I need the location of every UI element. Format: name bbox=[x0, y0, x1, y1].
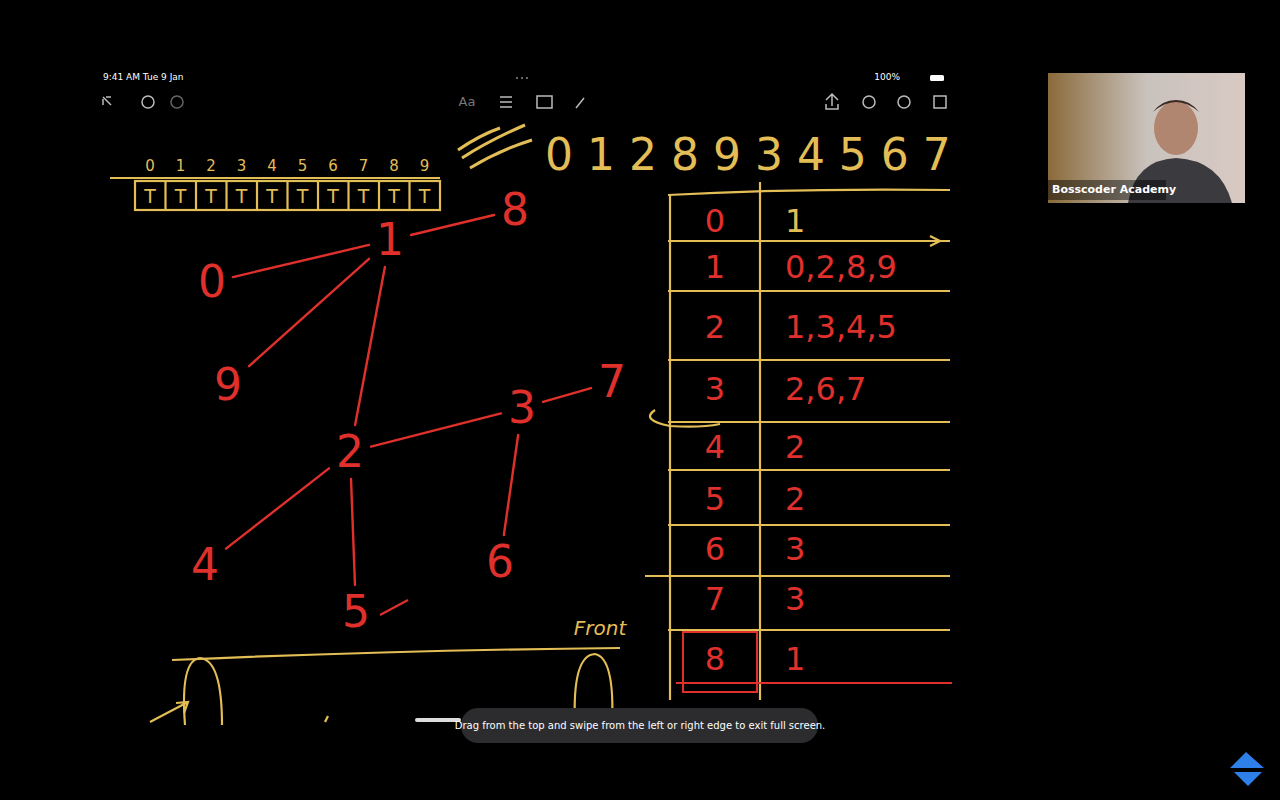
visited-flag: T bbox=[266, 186, 278, 207]
vertex-key: 0 bbox=[705, 204, 725, 239]
graph-edge bbox=[355, 267, 385, 425]
adjacency-list: 1 bbox=[785, 642, 805, 677]
adjacency-list: 1,3,4,5 bbox=[785, 310, 897, 345]
bfs-order: 0 1 2 8 9 3 4 5 6 7 bbox=[545, 131, 951, 179]
vertex-label: 0 bbox=[198, 260, 226, 304]
graph-vertex: 2 bbox=[332, 428, 368, 476]
toolbar-icons bbox=[103, 78, 946, 109]
vertex-label: 6 bbox=[486, 540, 514, 584]
graph-edge bbox=[543, 388, 591, 402]
array-index: 4 bbox=[267, 158, 277, 175]
participant-name: Bosscoder Academy bbox=[1052, 184, 1176, 196]
vertex-key: 2 bbox=[705, 310, 725, 345]
visited-flag: T bbox=[236, 186, 248, 207]
vertex-key: 5 bbox=[705, 482, 725, 517]
adjacency-list: 0,2,8,9 bbox=[785, 250, 897, 285]
visited-flag: T bbox=[327, 186, 339, 207]
vertex-label: 2 bbox=[336, 430, 364, 474]
array-index: 6 bbox=[328, 158, 338, 175]
adjacency-list: 3 bbox=[785, 582, 805, 617]
array-index: 5 bbox=[298, 158, 308, 175]
graph-vertex: 6 bbox=[482, 538, 518, 586]
vertex-label: 1 bbox=[376, 218, 404, 262]
array-index: 0 bbox=[145, 158, 155, 175]
visited-flag: T bbox=[205, 186, 217, 207]
array-index: 2 bbox=[206, 158, 216, 175]
adjacency-list: 2 bbox=[785, 482, 805, 517]
graph-edge bbox=[411, 215, 494, 235]
graph-vertex: 7 bbox=[594, 358, 630, 406]
row-highlight bbox=[683, 632, 757, 692]
queue-front: Front bbox=[574, 617, 626, 639]
adjacency-table bbox=[645, 182, 950, 700]
vertex-key: 6 bbox=[705, 532, 725, 567]
graph-edge bbox=[504, 435, 518, 535]
graph-vertex: 4 bbox=[187, 541, 223, 589]
stray-stroke bbox=[380, 600, 408, 615]
array-index: 8 bbox=[389, 158, 399, 175]
graph-vertex: 0 bbox=[194, 258, 230, 306]
format-button: Aa bbox=[459, 95, 476, 109]
visited-flag: T bbox=[175, 186, 187, 207]
vertex-key: 1 bbox=[705, 250, 725, 285]
graph-edge bbox=[371, 413, 501, 446]
visited-array bbox=[110, 178, 440, 210]
vertex-key: 3 bbox=[705, 372, 725, 407]
visited-flag: T bbox=[358, 186, 370, 207]
graph-vertex: 8 bbox=[497, 186, 533, 234]
table-row-line bbox=[676, 682, 952, 684]
person-head bbox=[1154, 101, 1198, 155]
vertex-key: 4 bbox=[705, 430, 725, 465]
graph-edge bbox=[351, 479, 355, 585]
battery-text: 100% bbox=[874, 73, 900, 83]
brand-logo bbox=[1230, 752, 1264, 786]
graph-vertex: 5 bbox=[338, 588, 374, 636]
vertex-key: 7 bbox=[705, 582, 725, 617]
graph-edge bbox=[226, 468, 329, 548]
visited-flag: T bbox=[388, 186, 400, 207]
vertex-label: 9 bbox=[214, 363, 242, 407]
vertex-label: 5 bbox=[342, 590, 370, 634]
battery-icon bbox=[930, 75, 944, 81]
visited-flag: T bbox=[297, 186, 309, 207]
graph-edge bbox=[233, 245, 369, 277]
graph-edge bbox=[249, 259, 369, 366]
strike-marks bbox=[458, 125, 532, 168]
adjacency-list: 1 bbox=[785, 204, 805, 239]
visited-flag: T bbox=[144, 186, 156, 207]
vertex-label: 7 bbox=[598, 360, 626, 404]
adjacency-list: 2 bbox=[785, 430, 805, 465]
array-index: 3 bbox=[237, 158, 247, 175]
vertex-key: 8 bbox=[705, 642, 725, 677]
array-index: 9 bbox=[420, 158, 430, 175]
vertex-label: 4 bbox=[191, 543, 219, 587]
adjacency-list: 3 bbox=[785, 532, 805, 567]
array-index: 7 bbox=[359, 158, 369, 175]
graph-vertex: 1 bbox=[372, 216, 408, 264]
visited-flag: T bbox=[419, 186, 431, 207]
graph-vertex: 9 bbox=[210, 361, 246, 409]
video-tile bbox=[1048, 73, 1245, 203]
graph-vertex: 3 bbox=[504, 384, 540, 432]
home-indicator bbox=[415, 718, 461, 722]
vertex-label: 3 bbox=[508, 386, 536, 430]
person-hair bbox=[1153, 100, 1199, 112]
status-time: 9:41 AM Tue 9 Jan bbox=[103, 73, 184, 83]
array-index: 1 bbox=[176, 158, 186, 175]
adjacency-list: 2,6,7 bbox=[785, 372, 866, 407]
vertex-label: 8 bbox=[501, 188, 529, 232]
toast-message: Drag from the top and swipe from the lef… bbox=[455, 720, 826, 731]
